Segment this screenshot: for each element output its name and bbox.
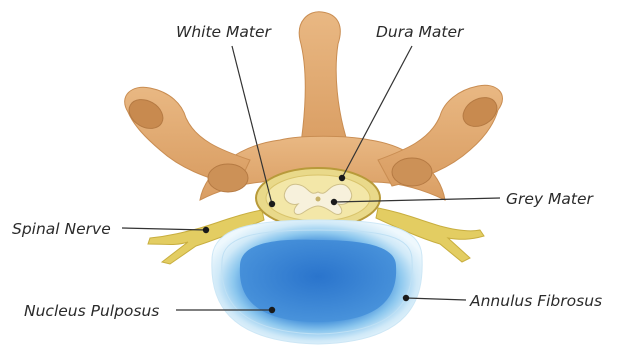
label-annulus-fibrosus: Annulus Fibrosus <box>469 292 602 310</box>
leader-spinal-nerve <box>122 228 206 230</box>
dot-annulus-fibrosus <box>403 295 409 301</box>
spinous-process <box>299 12 350 150</box>
dot-dura-mater <box>339 175 345 181</box>
dot-grey-mater <box>331 199 337 205</box>
dot-spinal-nerve <box>203 227 209 233</box>
label-nucleus-pulposus: Nucleus Pulposus <box>24 302 159 320</box>
intervertebral-disc <box>212 220 422 344</box>
spinal-cord <box>256 168 380 228</box>
left-facet-hollow <box>208 164 248 192</box>
dot-white-mater <box>269 201 275 207</box>
label-grey-mater: Grey Mater <box>506 190 595 208</box>
label-spinal-nerve: Spinal Nerve <box>12 220 111 238</box>
label-white-mater: White Mater <box>176 23 272 41</box>
central-canal <box>316 197 321 202</box>
dot-nucleus-pulposus <box>269 307 275 313</box>
right-facet-hollow <box>392 158 432 186</box>
label-dura-mater: Dura Mater <box>376 23 465 41</box>
